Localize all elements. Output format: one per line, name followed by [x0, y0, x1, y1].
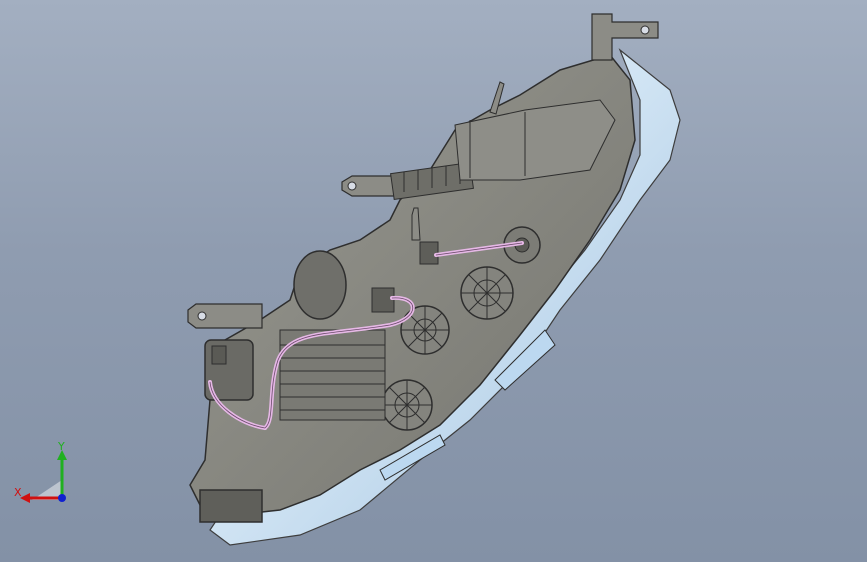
heatsink-fins	[279, 329, 386, 421]
lens-edge-highlight	[494, 329, 556, 391]
lens-edge-highlight	[379, 434, 446, 481]
adjuster-gear	[381, 379, 433, 431]
coordinate-triad: Y X	[14, 440, 67, 503]
upper-rib-panel	[454, 99, 616, 181]
mount-hole	[197, 311, 207, 321]
wire-connector	[371, 287, 395, 313]
wire-connector	[419, 241, 439, 265]
x-axis-label: X	[14, 486, 22, 499]
aim-post	[489, 81, 505, 115]
mount-hole	[640, 25, 650, 35]
reflector-cap	[293, 250, 347, 320]
z-axis-dot	[58, 494, 66, 502]
adjuster-gear	[400, 305, 450, 355]
y-axis-label: Y	[57, 440, 65, 453]
lens-cover	[209, 48, 681, 546]
bottom-connector	[199, 489, 263, 523]
triad-plane	[32, 480, 62, 500]
mount-hole	[347, 181, 357, 191]
aim-post	[411, 207, 421, 241]
x-axis-head	[20, 493, 30, 503]
adjuster-gear	[460, 266, 514, 320]
y-axis-head	[57, 450, 67, 460]
left-mount-tab	[187, 303, 263, 329]
top-mount-tab	[591, 13, 659, 61]
